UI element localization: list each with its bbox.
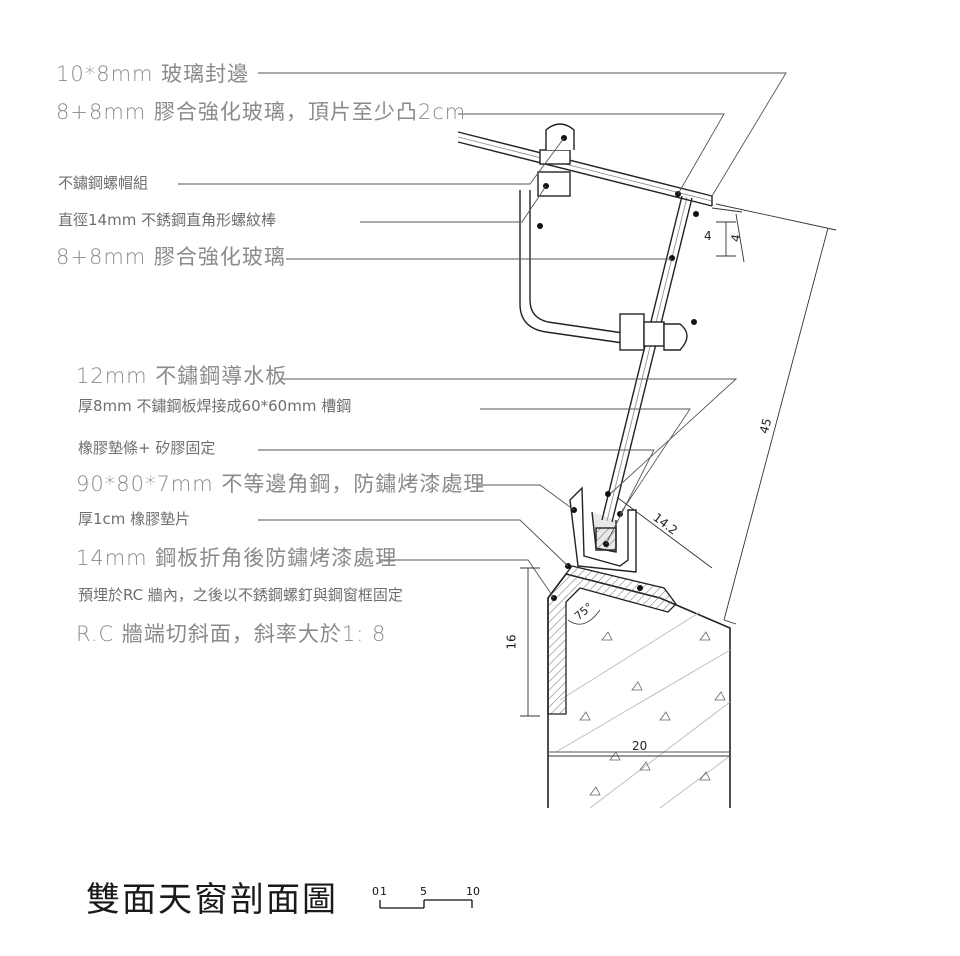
drawing-title: 雙面天窗剖面圖 <box>86 880 338 920</box>
callout-bent-plate: 14mm 鋼板折角後防鏽烤漆處理 <box>76 546 398 570</box>
callout-rubber-strip: 橡膠墊條+ 矽膠固定 <box>78 439 216 457</box>
dim-16: 16 <box>504 634 519 650</box>
dimension-lines <box>520 203 837 757</box>
callout-embedded-note: 預埋於RC 牆內，之後以不銹鋼螺釘與鋼窗框固定 <box>78 586 403 604</box>
callout-stainless-nut-cap: 不鏽鋼螺帽組 <box>58 174 149 192</box>
callout-laminated-glass: 8+8mm 膠合強化玻璃 <box>56 245 286 269</box>
threaded-rod-assembly <box>519 123 688 351</box>
callout-wall-slope: R.C 牆端切斜面，斜率大於1: 8 <box>76 622 387 646</box>
scale-label-5: 5 <box>420 885 427 898</box>
bent-steel-plate <box>547 565 677 715</box>
callout-glass-edge-seal: 10*8mm 玻璃封邊 <box>56 62 250 86</box>
dim-20: 20 <box>632 739 648 753</box>
scale-label-1: 1 <box>380 885 387 898</box>
angle-steel-and-channel <box>569 486 637 573</box>
dim-45: 45 <box>756 416 775 436</box>
laminated-glass-panel <box>601 195 693 523</box>
callout-drain-plate: 12mm 不鏽鋼導水板 <box>76 364 288 388</box>
callout-laminated-glass-top: 8+8mm 膠合強化玻璃，頂片至少凸2cm <box>56 100 467 124</box>
callout-angle-steel: 90*80*7mm 不等邊角鋼，防鏽烤漆處理 <box>76 472 486 496</box>
callout-threaded-rod: 直徑14mm 不銹鋼直角形螺紋棒 <box>58 211 277 229</box>
scale-label-0: 0 <box>372 885 379 898</box>
scale-bar <box>379 899 473 909</box>
dim-4-horizontal: 4 <box>704 229 712 243</box>
top-glass-panel <box>457 131 713 207</box>
scale-label-10: 10 <box>466 885 480 898</box>
leader-lines <box>178 72 787 599</box>
callout-channel-steel: 厚8mm 不鏽鋼板焊接成60*60mm 槽鋼 <box>78 397 352 415</box>
callout-rubber-pad: 厚1cm 橡膠墊片 <box>78 510 191 528</box>
